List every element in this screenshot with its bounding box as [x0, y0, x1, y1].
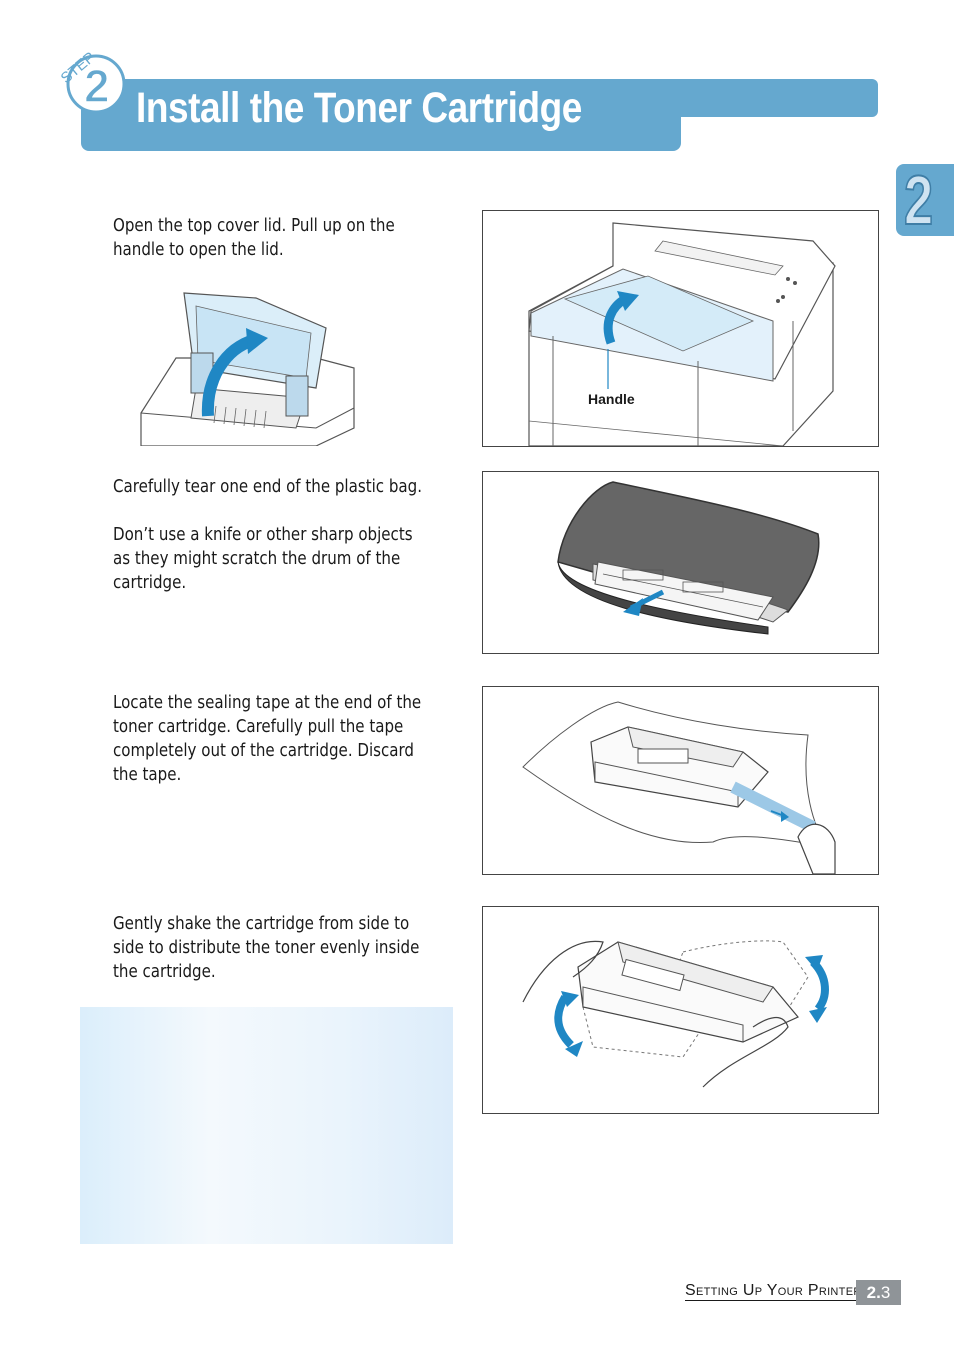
step-3-text: Locate the sealing tape at the end of th…	[113, 692, 422, 785]
printer-top-cover-illustration	[528, 222, 836, 446]
page-number-chapter: 2.	[866, 1283, 881, 1302]
step-4-text: Gently shake the cartridge from side to …	[113, 913, 420, 982]
step-3-figure	[482, 686, 879, 875]
pull-sealing-tape-illustration	[522, 701, 836, 874]
step-1-figure: Handle	[482, 210, 879, 447]
header-banner	[81, 79, 681, 151]
step-2-text: Carefully tear one end of the plastic ba…	[113, 476, 422, 593]
step-1-text: Open the top cover lid. Pull up on the h…	[113, 215, 395, 260]
chapter-tab-number: 2	[903, 160, 934, 240]
step-badge-ring	[66, 54, 126, 114]
handle-callout: Handle	[588, 391, 635, 407]
page-number-page: 3	[880, 1283, 891, 1302]
shake-cartridge-illustration	[522, 940, 829, 1088]
open-lid-illustration	[140, 292, 355, 446]
note-panel	[80, 1007, 453, 1244]
step-2-figure	[482, 471, 879, 654]
page-title: Install the Toner Cartridge	[136, 84, 582, 132]
tear-bag-illustration	[557, 481, 820, 635]
footer-section-title: Setting Up Your Printer	[685, 1282, 862, 1301]
step-number: 2	[84, 60, 110, 112]
page-number: 2.3	[856, 1280, 901, 1305]
step-badge: STEP 2	[58, 49, 126, 114]
chapter-tab	[896, 164, 954, 236]
step-4-figure	[482, 906, 879, 1114]
